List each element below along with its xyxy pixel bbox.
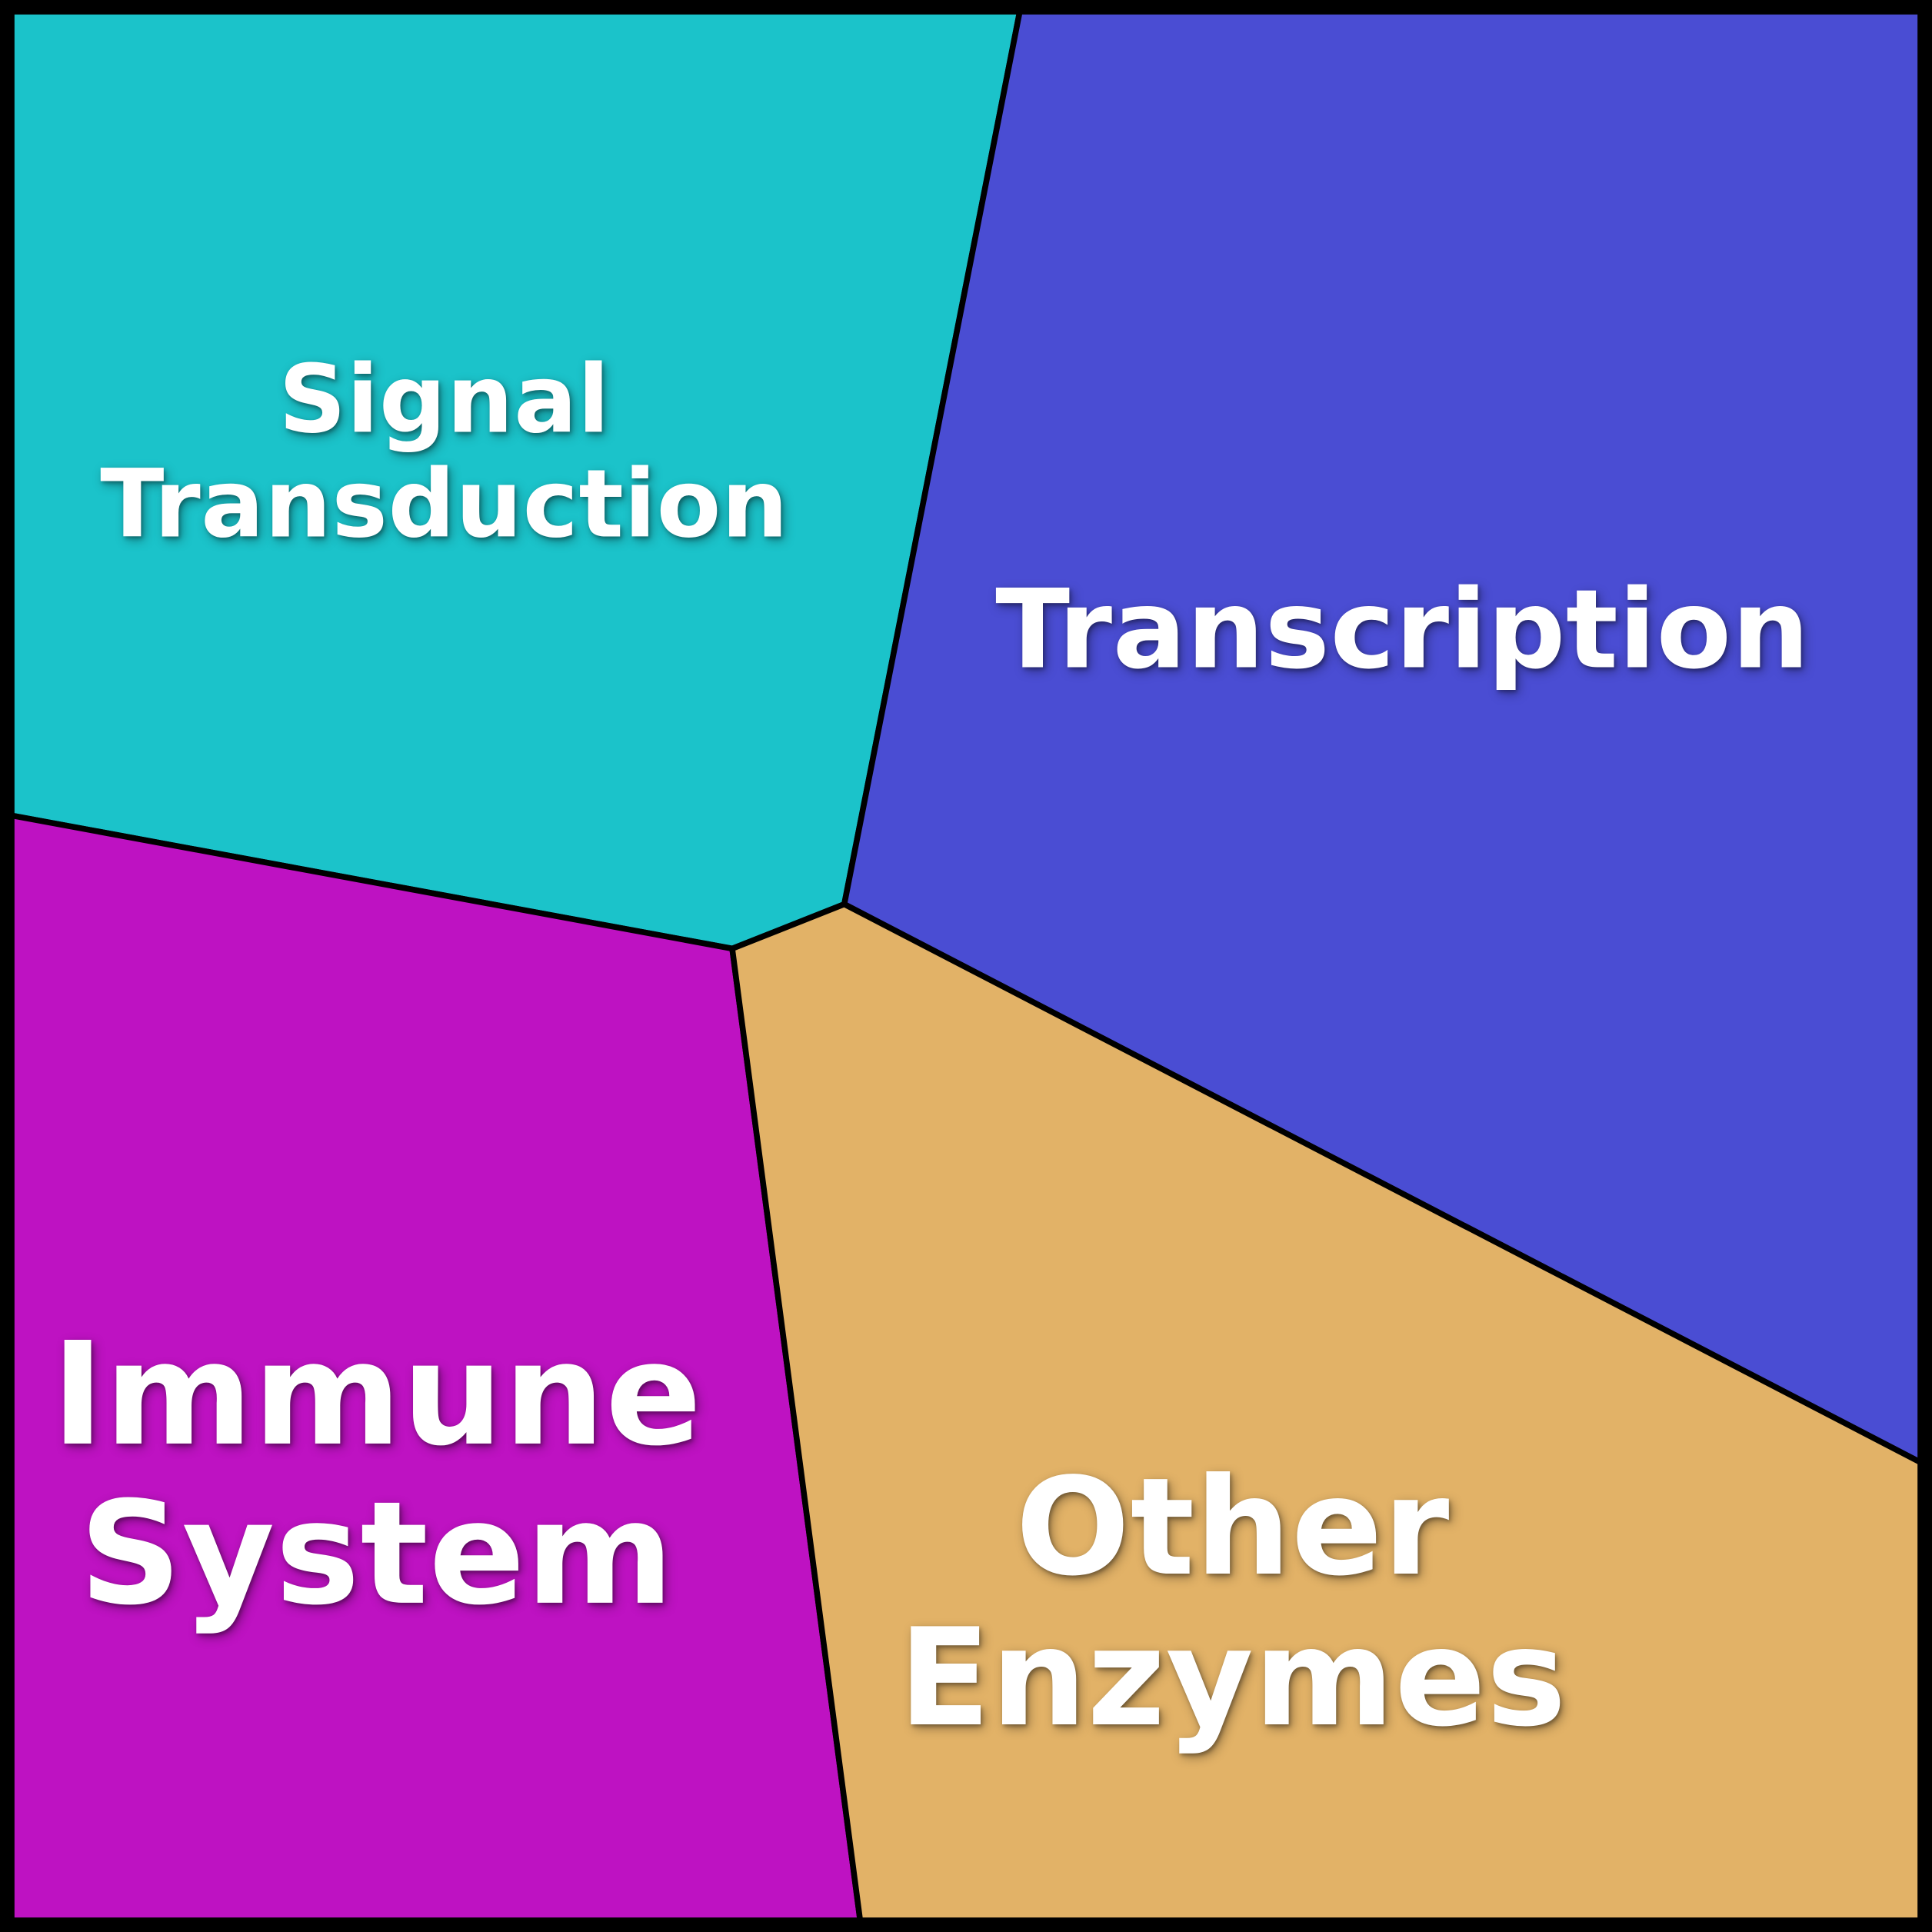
region-other-enzymes — [729, 901, 1932, 1932]
region-transcription — [841, 0, 1932, 1471]
region-immune-system — [0, 810, 865, 1932]
